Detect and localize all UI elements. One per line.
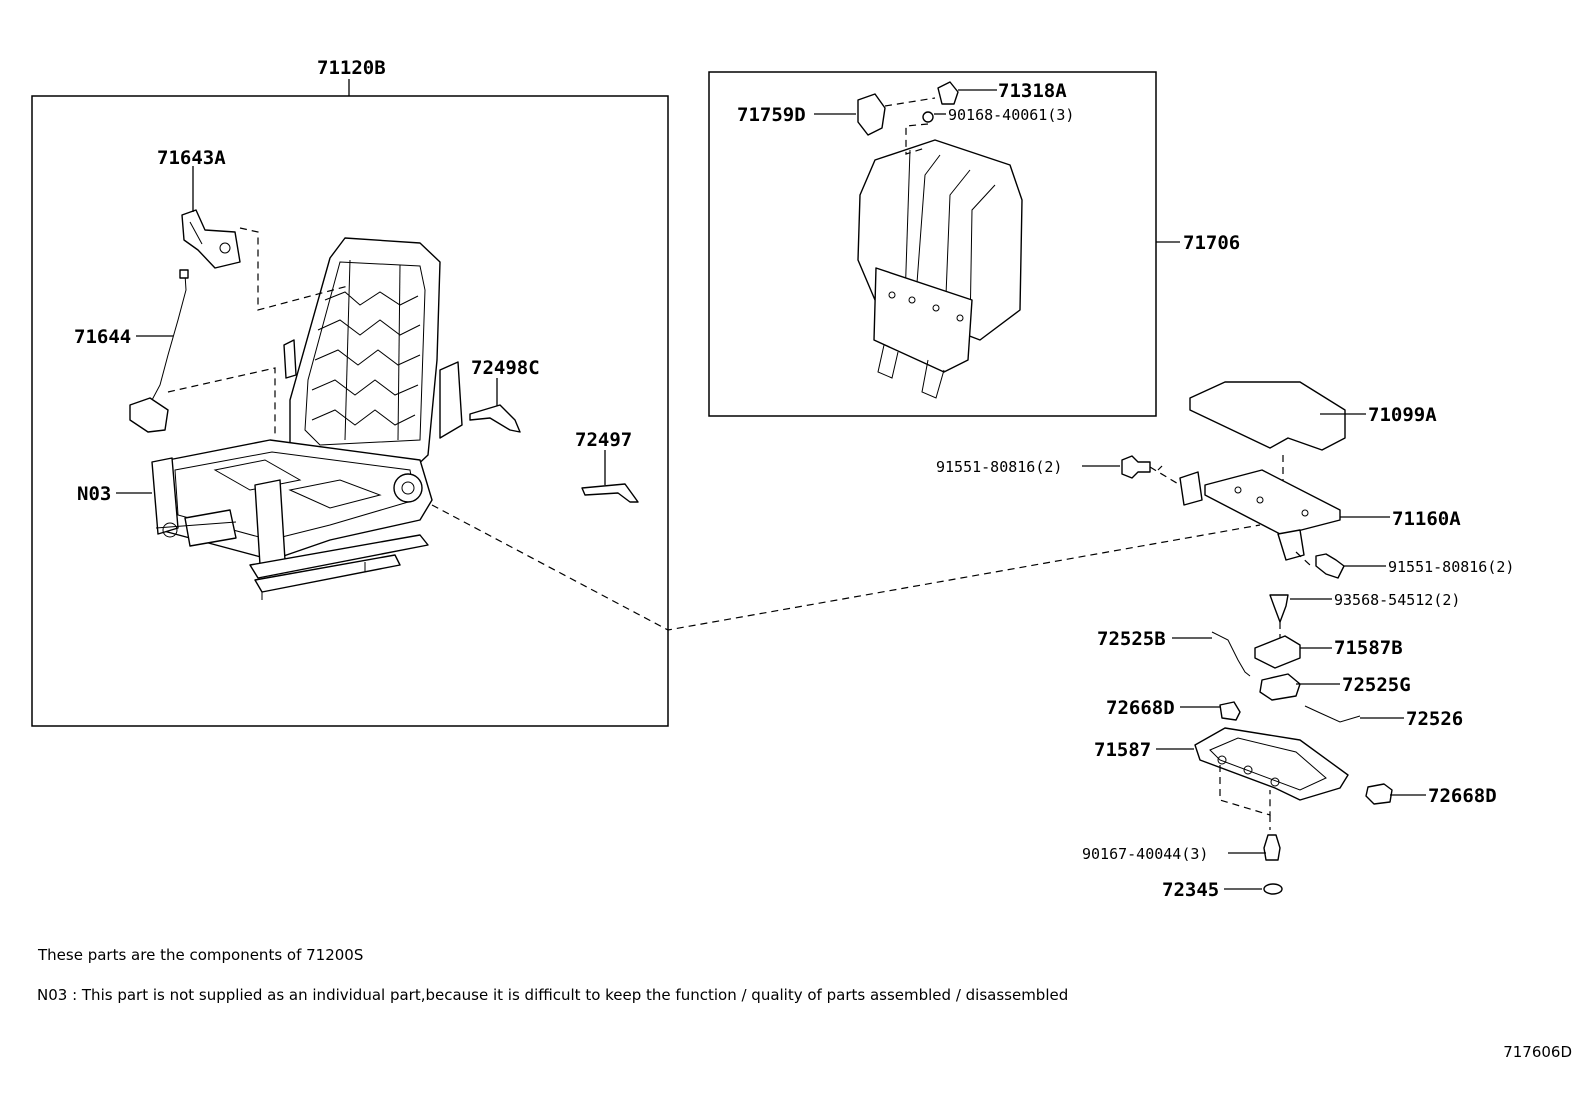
label-90168-40061[interactable]: 90168-40061(3)	[948, 106, 1074, 124]
label-71643A[interactable]: 71643A	[157, 147, 226, 169]
clip-72668D-right-illustration	[1365, 783, 1393, 805]
label-71644[interactable]: 71644	[74, 326, 131, 348]
figure-code: 717606D	[1503, 1043, 1572, 1061]
clip-72668D-left-illustration	[1219, 701, 1241, 721]
knob-72525G-illustration	[1259, 673, 1301, 701]
clip-71318A-illustration	[937, 81, 959, 105]
cover-72498C-illustration	[469, 404, 521, 433]
screw-93568-illustration	[1269, 594, 1289, 623]
cable-71644-illustration	[129, 269, 189, 433]
screw-90167-illustration	[1263, 834, 1281, 861]
label-72525B[interactable]: 72525B	[1097, 628, 1166, 650]
label-71706[interactable]: 71706	[1183, 232, 1240, 254]
label-72668D-right[interactable]: 72668D	[1428, 785, 1497, 807]
screw-90168-illustration	[922, 111, 934, 123]
label-71318A[interactable]: 71318A	[998, 80, 1067, 102]
bolt-91551-right-illustration	[1315, 553, 1345, 579]
label-90167-40044[interactable]: 90167-40044(3)	[1082, 845, 1208, 863]
bracket-71160A-illustration	[1179, 469, 1341, 561]
n03-note: N03 : This part is not supplied as an in…	[37, 986, 1069, 1004]
seatback-cover-group-box	[708, 71, 1157, 417]
label-72668D-left[interactable]: 72668D	[1106, 697, 1175, 719]
seat-back-frame-illustration	[283, 237, 463, 471]
armrest-pad-71099A-illustration	[1189, 381, 1346, 451]
cable-72525B-illustration	[1211, 631, 1251, 677]
label-71120B[interactable]: 71120B	[317, 57, 386, 79]
label-71587[interactable]: 71587	[1094, 739, 1151, 761]
seat-cushion-frame-illustration	[151, 439, 433, 600]
label-N03[interactable]: N03	[77, 483, 111, 505]
components-note: These parts are the components of 71200S	[38, 946, 364, 964]
recliner-lock-71643A-illustration	[181, 209, 241, 269]
label-93568-54512[interactable]: 93568-54512(2)	[1334, 591, 1460, 609]
label-71099A[interactable]: 71099A	[1368, 404, 1437, 426]
connector-seat-to-armrest	[431, 504, 1261, 631]
label-72345[interactable]: 72345	[1162, 879, 1219, 901]
label-72498C[interactable]: 72498C	[471, 357, 540, 379]
seatback-cover-illustration	[857, 139, 1023, 399]
label-72526[interactable]: 72526	[1406, 708, 1463, 730]
label-71587B[interactable]: 71587B	[1334, 637, 1403, 659]
label-91551-80816-left[interactable]: 91551-80816(2)	[936, 458, 1062, 476]
cable-72526-illustration	[1304, 705, 1361, 723]
cover-72497-illustration	[581, 483, 639, 503]
label-72497[interactable]: 72497	[575, 429, 632, 451]
label-91551-80816-right[interactable]: 91551-80816(2)	[1388, 558, 1514, 576]
base-71587-illustration	[1194, 727, 1349, 801]
seat-frame-group-box	[31, 95, 669, 727]
label-72525G[interactable]: 72525G	[1342, 674, 1411, 696]
ring-72345-illustration	[1263, 883, 1283, 895]
label-71759D[interactable]: 71759D	[737, 104, 806, 126]
label-71160A[interactable]: 71160A	[1392, 508, 1461, 530]
base-71587B-illustration	[1254, 635, 1301, 669]
bracket-71759D-illustration	[857, 93, 886, 136]
bolt-91551-left-illustration	[1121, 455, 1151, 479]
